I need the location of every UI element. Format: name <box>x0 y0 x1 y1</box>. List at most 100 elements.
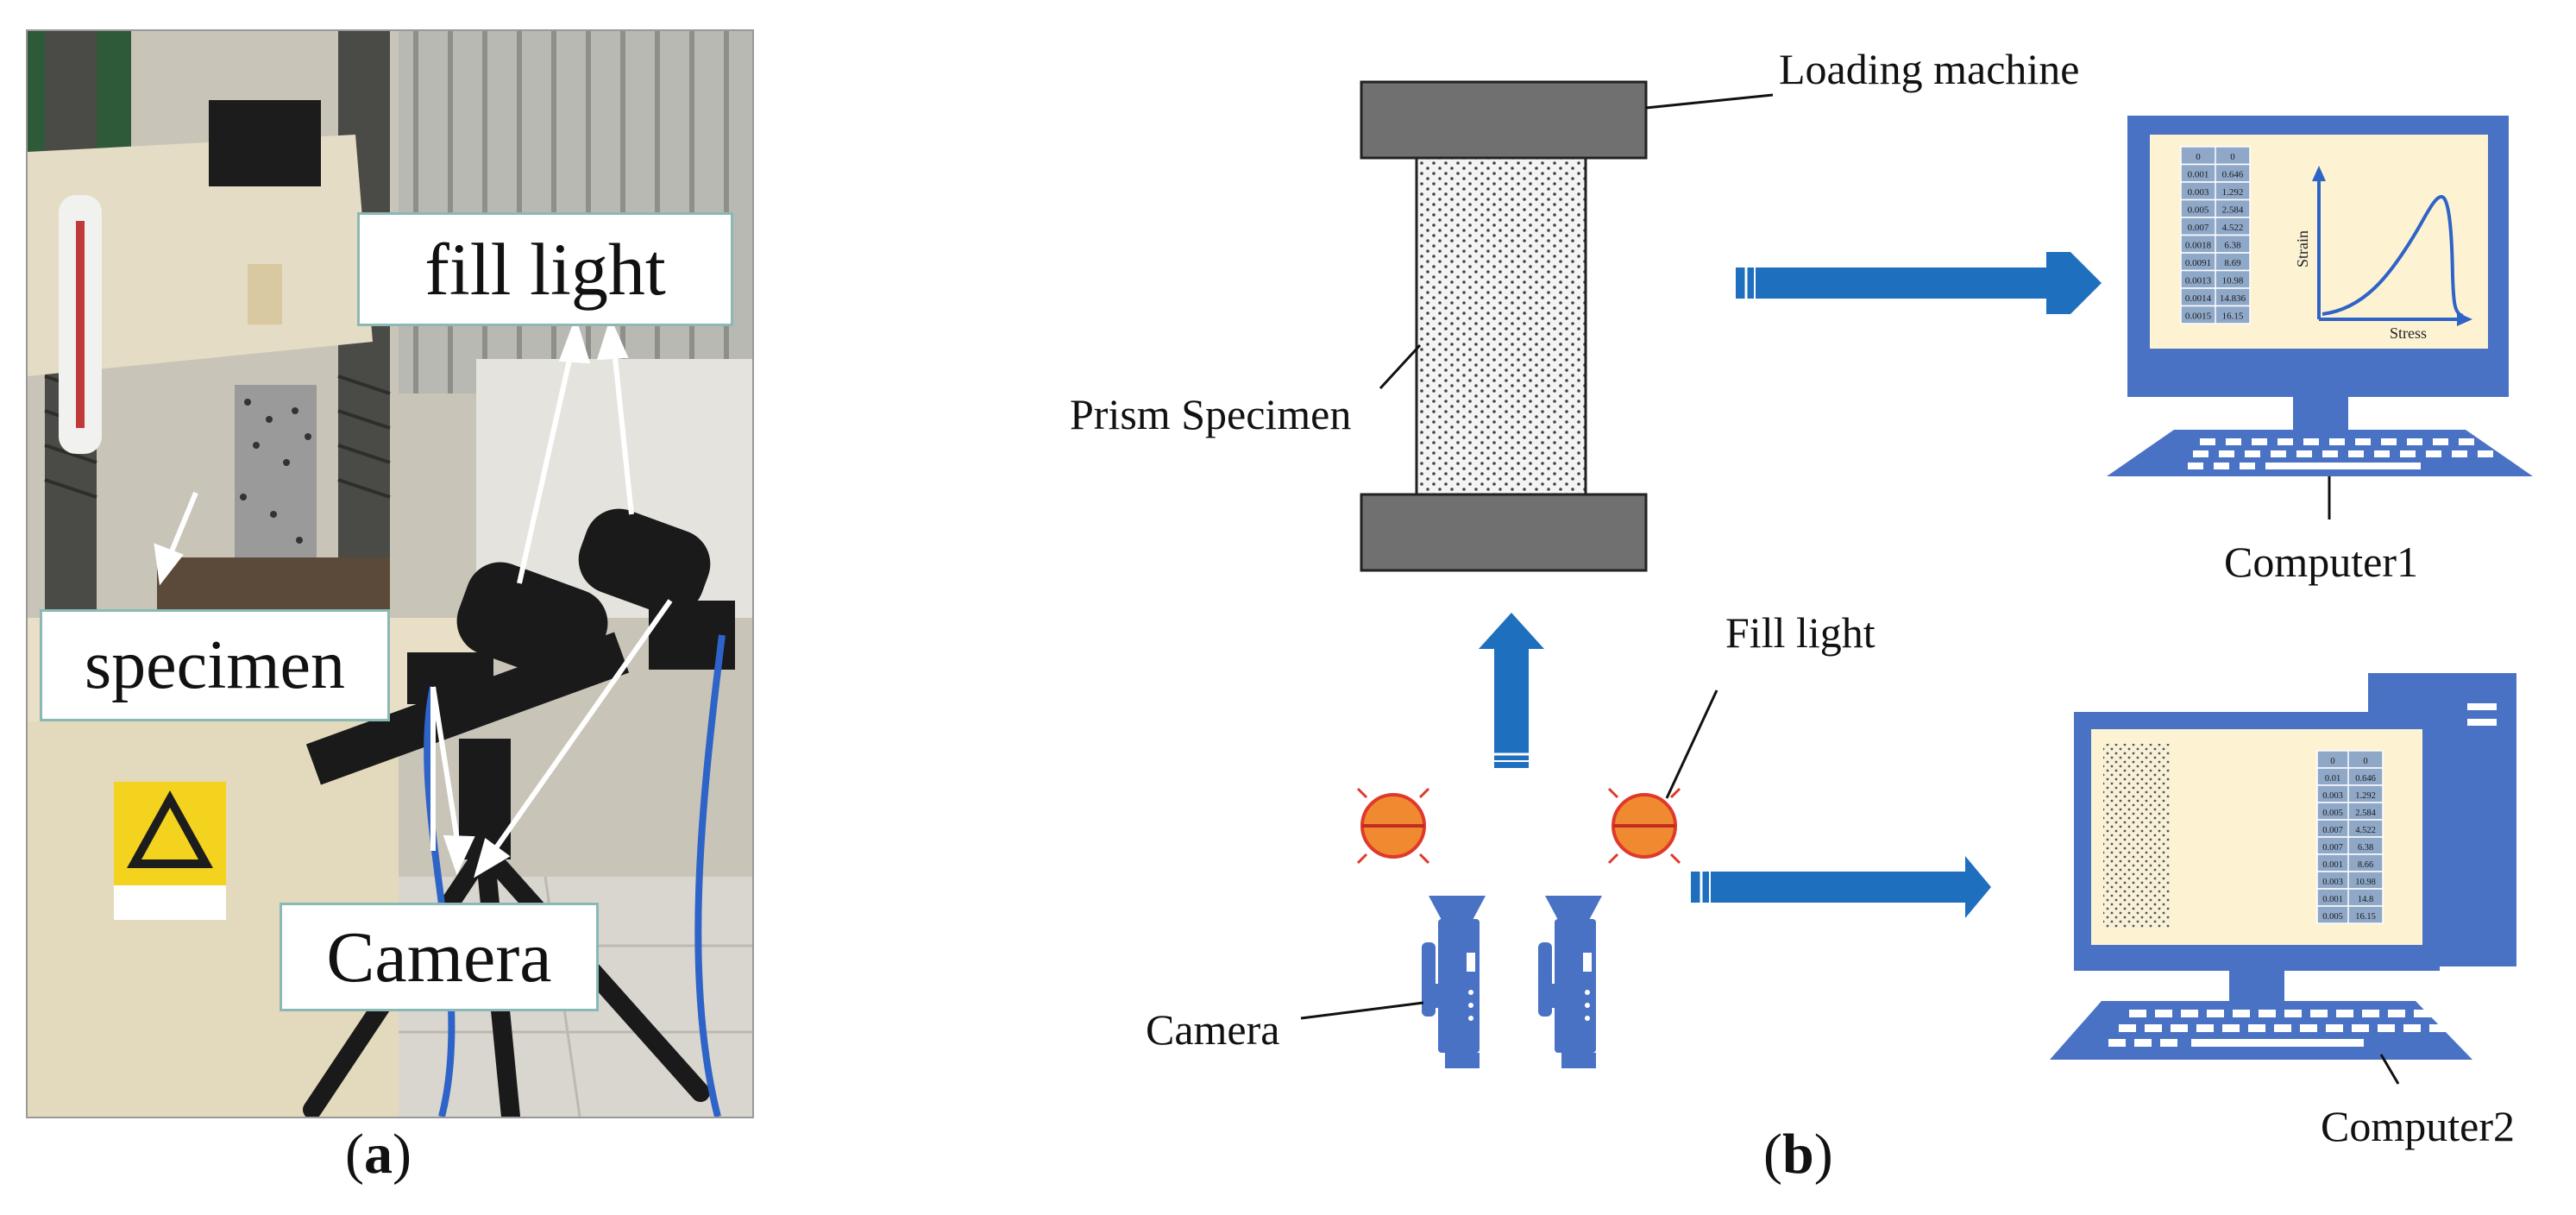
keyboard-key <box>2271 450 2286 457</box>
computer2-stress-cell: 4.522 <box>2355 826 2376 835</box>
computer1-stress-cell: 6.38 <box>2224 241 2241 251</box>
computer2-strain-cell: 0.005 <box>2322 912 2343 922</box>
computer2-specimen-image <box>2103 744 2171 929</box>
computer1-stress-cell: 14.836 <box>2220 293 2246 304</box>
keyboard-key <box>2226 438 2241 445</box>
keyboard-key <box>2248 1024 2265 1032</box>
computer2-stress-cell: 0.646 <box>2355 774 2376 784</box>
keyboard-key <box>2329 438 2345 445</box>
computer1-strain-cell: 0.0014 <box>2185 293 2212 304</box>
keyboard-key <box>2322 450 2338 457</box>
keyboard-spacebar <box>2191 1039 2364 1047</box>
keyboard-key <box>2155 1010 2172 1017</box>
loading-machine-bottom-platen <box>1360 493 1648 572</box>
keyboard-key <box>2388 1010 2405 1017</box>
keyboard-key <box>2188 463 2203 469</box>
keyboard-key <box>2196 1024 2214 1032</box>
keyboard-key <box>2193 450 2208 457</box>
computer2-strain-cell: 0.007 <box>2322 826 2343 835</box>
keyboard-key <box>2207 1010 2224 1017</box>
leader-loading-machine <box>1645 93 1774 110</box>
label-camera: Camera <box>280 903 599 1011</box>
computer1-stress-cell: 0 <box>2230 152 2235 162</box>
keyboard-key <box>2478 450 2493 457</box>
label-computer1: Computer1 <box>2224 538 2418 586</box>
arrow-to-computer2 <box>1691 856 1991 918</box>
computer2-strain-cell: 0.007 <box>2322 843 2343 853</box>
keyboard-key <box>2374 450 2390 457</box>
keyboard-key <box>2240 463 2255 469</box>
caption-panel-a: (a) <box>345 1123 412 1186</box>
computer1-y-axis-label: Strain <box>2294 230 2311 268</box>
keyboard-key <box>2433 438 2448 445</box>
keyboard-key <box>2407 438 2422 445</box>
computer1-strain-cell: 0.0018 <box>2185 241 2212 251</box>
computer2-stress-cell: 2.584 <box>2355 809 2376 818</box>
label-computer2: Computer2 <box>2321 1102 2515 1150</box>
keyboard-key <box>2426 450 2441 457</box>
leader-fill-light <box>1665 689 1718 799</box>
caption-panel-b: (b) <box>1763 1123 1833 1186</box>
keyboard-key <box>2200 438 2215 445</box>
computer1-strain-cell: 0.003 <box>2188 187 2209 198</box>
label-fill-light: Fill light <box>1725 608 1875 657</box>
keyboard-key <box>2378 1024 2395 1032</box>
keyboard-key <box>2278 438 2293 445</box>
keyboard-key <box>2403 1024 2421 1032</box>
keyboard-key <box>2171 1024 2188 1032</box>
keyboard-key <box>2214 463 2229 469</box>
keyboard-key <box>2222 1024 2240 1032</box>
computer2-stress-cell: 14.8 <box>2358 895 2373 904</box>
keyboard-spacebar <box>2265 463 2421 469</box>
keyboard-key <box>2296 450 2312 457</box>
keyboard-key <box>2145 1024 2162 1032</box>
computer2-stress-cell: 8.66 <box>2358 860 2373 870</box>
computer1-stress-cell: 16.15 <box>2222 312 2244 322</box>
computer2-stress-cell: 10.98 <box>2355 878 2376 887</box>
keyboard-key <box>2429 1024 2447 1032</box>
computer1-strain-cell: 0.0013 <box>2185 276 2212 286</box>
computer1-strain-cell: 0.001 <box>2188 170 2209 180</box>
computer2-stress-cell: 0 <box>2363 757 2367 766</box>
keyboard-key <box>2274 1024 2291 1032</box>
prism-specimen <box>1415 156 1587 496</box>
photo-panel-a: fill light specimen Camera <box>26 29 754 1126</box>
computer2-strain-cell: 0.005 <box>2322 809 2343 818</box>
keyboard-key <box>2284 1010 2302 1017</box>
keyboard-key <box>2252 438 2267 445</box>
keyboard-key <box>2300 1024 2317 1032</box>
computer1-stress-cell: 4.522 <box>2222 223 2244 233</box>
keyboard-key <box>2160 1039 2177 1047</box>
keyboard-key <box>2259 1010 2276 1017</box>
computer2-strain-cell: 0.01 <box>2325 774 2340 784</box>
computer1-stress-cell: 0.646 <box>2222 170 2244 180</box>
keyboard-key <box>2310 1010 2328 1017</box>
keyboard-key <box>2355 438 2371 445</box>
keyboard-key <box>2459 438 2474 445</box>
label-fill-light: fill light <box>357 212 733 326</box>
keyboard-key <box>2134 1039 2152 1047</box>
computer1-stress-cell: 1.292 <box>2222 187 2244 198</box>
computer2-table-row <box>2316 905 2384 924</box>
computer1-x-axis-label: Stress <box>2390 324 2427 342</box>
computer1-stress-cell: 2.584 <box>2222 205 2244 216</box>
stress-strain-curve <box>2322 194 2464 318</box>
fill-light-right <box>1607 787 1681 865</box>
keyboard-key <box>2352 1024 2369 1032</box>
computer1-strain-cell: 0.0015 <box>2185 312 2212 322</box>
keyboard-key <box>2336 1010 2353 1017</box>
keyboard-key <box>2119 1024 2136 1032</box>
keyboard-key <box>2181 1010 2198 1017</box>
label-prism-specimen: Prism Specimen <box>1070 390 1351 438</box>
computer1-strain-cell: 0.0091 <box>2185 258 2211 268</box>
keyboard-key <box>2245 450 2260 457</box>
caption-letter-b: b <box>1781 1123 1814 1186</box>
computer2-strain-cell: 0.003 <box>2322 878 2343 887</box>
keyboard-key <box>2219 450 2234 457</box>
computer1-stress-cell: 8.69 <box>2224 258 2241 268</box>
